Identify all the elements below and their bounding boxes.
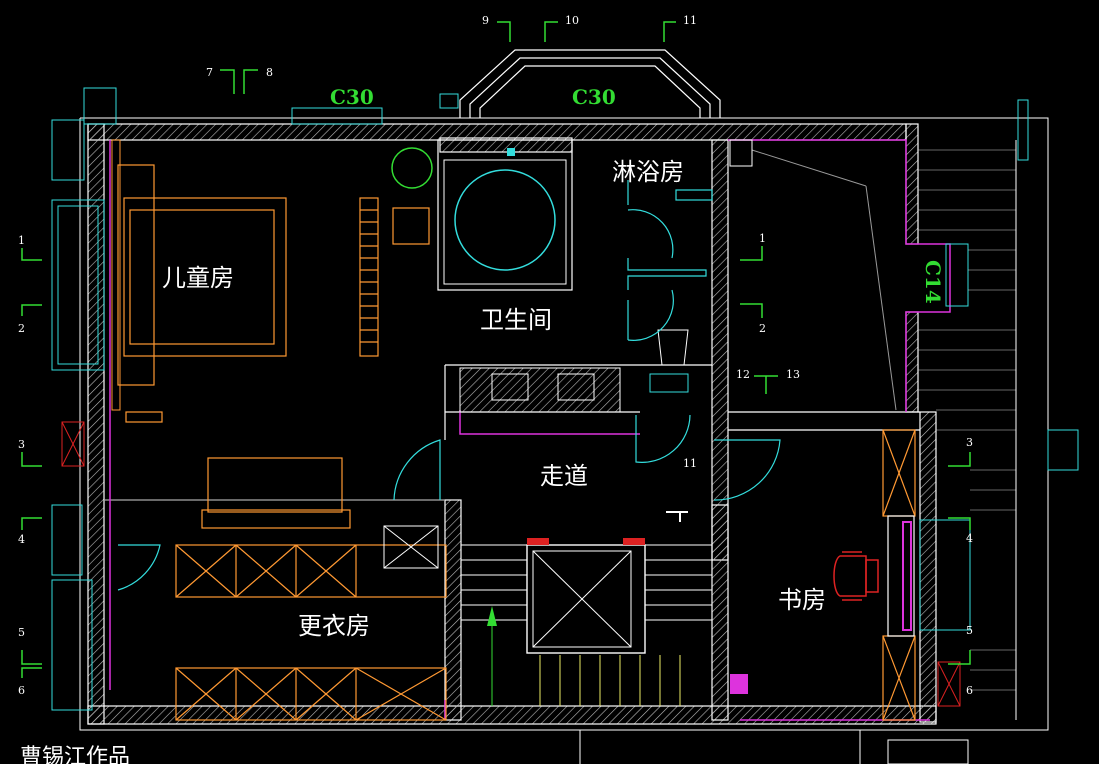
marker-1-left: 1 [18,234,25,247]
leader-line [751,149,867,187]
room-label-kids-room: 儿童房 [162,264,234,292]
doors [117,414,781,591]
up-arrow-icon [487,606,497,706]
toilet [649,329,689,393]
marker-2-left: 2 [18,322,25,335]
marker-8: 8 [266,66,273,79]
marker-5-right: 5 [966,624,973,637]
shower-door [627,180,713,341]
marker-10: 10 [565,14,579,27]
elevation-mark [666,511,688,522]
room-label-bathroom: 卫生间 [480,306,552,334]
section-marker-lines [21,21,971,678]
wardrobe [175,457,447,721]
room-label-shower-room: 淋浴房 [612,158,684,186]
room-label-corridor: 走道 [540,462,588,490]
marker-1-mid: 1 [759,232,766,245]
desk [882,429,916,721]
interior-walls [104,139,920,721]
marker-11-mid: 11 [683,457,697,470]
windows [51,87,1079,711]
author-credit: 曹锡江作品 [20,745,130,764]
marker-7: 7 [206,66,213,79]
marker-6-right: 6 [966,684,973,697]
marker-11-top: 11 [683,14,697,27]
chair-icon [833,551,879,601]
marker-9: 9 [482,14,489,27]
room-label-study: 书房 [778,586,826,614]
marker-12: 12 [736,368,750,381]
bed [117,164,430,423]
marker-2-mid: 2 [759,322,766,335]
marker-3-left: 3 [18,438,25,451]
vanity [459,367,621,413]
small-box [729,139,753,167]
marker-4-right: 4 [966,532,973,545]
balcony [918,140,1017,720]
marker-4-left: 4 [18,533,25,546]
marker-6-left: 6 [18,684,25,697]
marker-3-right: 3 [966,436,973,449]
magenta-marker [730,674,748,694]
red-box-left [61,421,85,467]
window-tag-c30-right: C30 [572,85,616,109]
bathtub [437,139,573,291]
section-marker-labels: 1 2 3 4 5 6 7 8 9 10 11 1 2 12 13 11 3 4… [18,14,973,697]
room-label-dressing-room: 更衣房 [298,612,370,640]
window-tag-c14: C14 [921,260,945,304]
desk-edge [902,521,912,631]
marker-5-left: 5 [18,626,25,639]
exterior-walls [79,117,1049,731]
plant-icon [391,147,433,189]
wardrobe-strip [111,139,121,411]
window-tag-c30-left: C30 [330,85,374,109]
staircase [461,538,712,706]
red-box-right [937,661,961,707]
bay-window [439,49,721,153]
shaft-box [383,525,439,569]
marker-13: 13 [786,368,800,381]
